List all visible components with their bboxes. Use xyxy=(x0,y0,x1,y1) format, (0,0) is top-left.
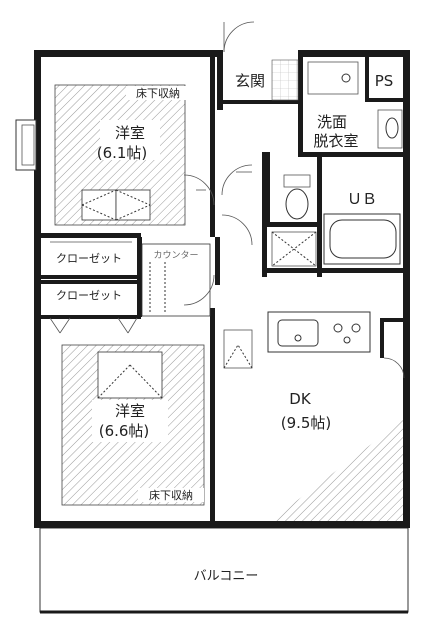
bath-label: ＵＢ xyxy=(347,190,377,208)
room-1-name: 洋室 xyxy=(115,124,145,142)
counter: カウンター xyxy=(141,243,211,317)
interior-walls xyxy=(41,57,403,521)
balcony xyxy=(39,527,409,614)
balcony-label: バルコニー xyxy=(194,569,259,584)
balcony-label-group: バルコニー xyxy=(194,569,259,584)
western-room-1: 洋室 (6.1帖) 床下収納 xyxy=(54,84,186,226)
closet-2: クローゼット xyxy=(49,289,138,334)
washroom-label-line2: 脱衣室 xyxy=(313,132,358,150)
outer-walls xyxy=(15,50,410,528)
toilet xyxy=(221,164,311,220)
washroom: 洗面 脱衣室 xyxy=(307,61,403,150)
room-1-storage: 床下収納 xyxy=(136,86,180,100)
kitchen xyxy=(223,311,371,369)
door-swings xyxy=(183,171,253,306)
counter-label: カウンター xyxy=(153,250,198,261)
room-2-name: 洋室 xyxy=(115,402,145,420)
closet-1-label: クローゼット xyxy=(56,252,122,265)
room-2-storage: 床下収納 xyxy=(149,488,193,502)
bath: ＵＢ xyxy=(323,190,401,265)
ps-label: PS xyxy=(375,72,394,90)
dk-name: DK xyxy=(289,390,312,408)
room-1-size: (6.1帖) xyxy=(97,144,148,162)
closet-2-label: クローゼット xyxy=(56,289,122,302)
western-room-2: 洋室 (6.6帖) 床下収納 xyxy=(61,344,205,506)
dk: DK (9.5帖) xyxy=(270,357,405,521)
room-2-size: (6.6帖) xyxy=(99,422,150,440)
dk-size: (9.5帖) xyxy=(281,414,332,432)
entrance: 玄関 xyxy=(223,21,299,101)
entrance-label: 玄関 xyxy=(235,72,265,90)
washroom-label-line1: 洗面 xyxy=(317,113,347,131)
ps: PS xyxy=(375,72,394,90)
closet-1: クローゼット xyxy=(50,241,132,265)
hall xyxy=(271,231,317,267)
